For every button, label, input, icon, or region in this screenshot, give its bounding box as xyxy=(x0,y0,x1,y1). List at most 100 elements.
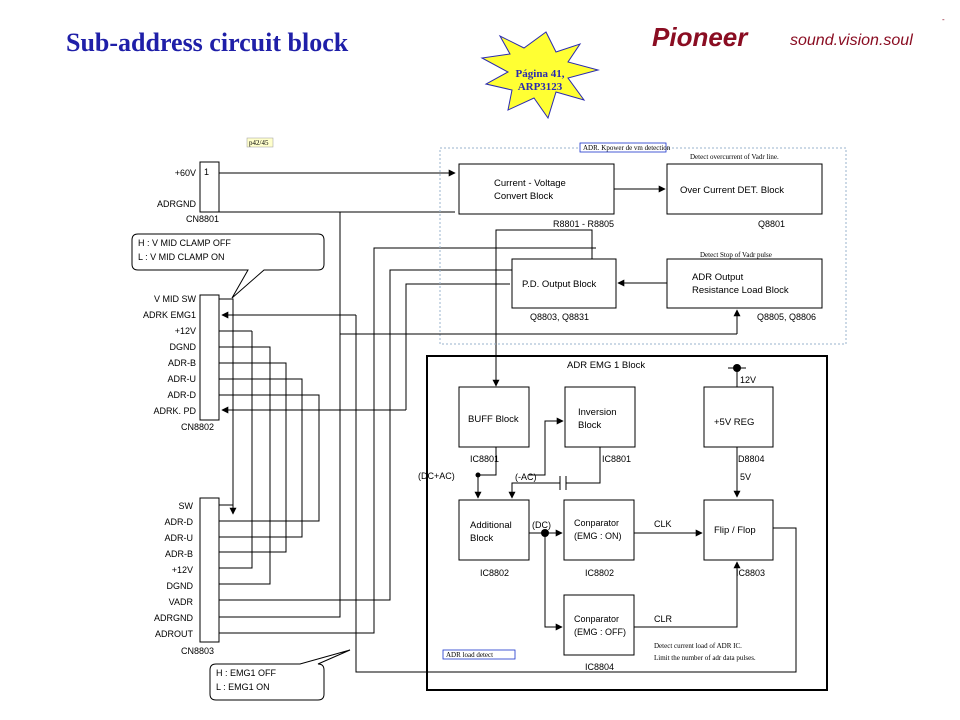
emg1-note-balloon: H : EMG1 OFF L : EMG1 ON xyxy=(209,649,351,701)
adr-load-detect-note-box xyxy=(442,649,516,660)
cn8803-pin-sw: SW xyxy=(179,501,194,511)
regulator-label: +5V REG xyxy=(714,417,754,428)
brand-logo: Pioneer sound.vision.soul - xyxy=(652,15,945,52)
comparator-off-ref: IC8804 xyxy=(585,662,614,672)
adr-emg1-title: ADR EMG 1 Block xyxy=(567,360,645,371)
clamp-note-line2: L : V MID CLAMP ON xyxy=(138,252,225,262)
cn8801-pin-60v: +60V xyxy=(175,168,196,178)
adr-detection-note: ADR. Kpower de vm detection xyxy=(583,144,671,152)
buff-block xyxy=(458,386,530,448)
current-voltage-ref: R8801 - R8805 xyxy=(553,219,614,229)
adr-output-block xyxy=(666,258,823,309)
page-reference-star: Página 41, ARP3123 xyxy=(480,31,600,120)
page-ref-note: p42/45 xyxy=(249,139,269,147)
buff-to-inversion xyxy=(529,417,564,476)
star-text-line1: Página 41, xyxy=(516,68,565,80)
adr-emg1-block xyxy=(426,355,828,691)
clk-label: CLK xyxy=(654,519,672,529)
emg1-note-line2: L : EMG1 ON xyxy=(216,682,270,692)
cn8803-label: CN8803 xyxy=(181,646,214,656)
clr-label: CLR xyxy=(654,614,673,624)
dc-ac-label: (DC+AC) xyxy=(418,471,455,481)
pd-output-block xyxy=(511,258,617,309)
emg1-note-line1: H : EMG1 OFF xyxy=(216,668,277,678)
cn8802-pin-adr-u: ADR-U xyxy=(168,374,197,384)
adr-load-detect-note: ADR load detect xyxy=(446,651,493,659)
cn8801-pin-adrgnd: ADRGND xyxy=(157,199,197,209)
comparator-on-ref: IC8802 xyxy=(585,568,614,578)
buff-to-additional xyxy=(474,447,497,499)
current-voltage-line2: Convert Block xyxy=(494,191,553,202)
cn8802-pin-vmidsw: V MID SW xyxy=(154,294,197,304)
star-text-line2: ARP3123 xyxy=(518,81,563,93)
comparator-off-line1: Conparator xyxy=(574,614,619,624)
cn8802-pin-adr-d: ADR-D xyxy=(168,390,197,400)
dc-label: (DC) xyxy=(532,520,551,530)
cn8803-pin-adrout: ADROUT xyxy=(155,629,194,639)
additional-line1: Additional xyxy=(470,520,512,531)
comparator-on-block xyxy=(563,499,635,561)
cn8803-connector xyxy=(199,497,220,643)
5v-label: 5V xyxy=(740,472,751,482)
adr-detection-note-box xyxy=(579,142,667,153)
cn8802-pin-12v: +12V xyxy=(175,326,196,336)
comparator-on-line1: Conparator xyxy=(574,518,619,528)
cn8803-pin-adr-d: ADR-D xyxy=(165,517,194,527)
current-voltage-line1: Current - Voltage xyxy=(494,178,566,189)
comparator-off-line2: (EMG : OFF) xyxy=(574,627,626,637)
over-current-ref: Q8801 xyxy=(758,219,785,229)
clr-line xyxy=(634,561,741,628)
pd-output-ref: Q8803, Q8831 xyxy=(530,312,589,322)
overcurrent-note: Detect overcurrent of Vadr line. xyxy=(690,153,779,161)
ac-label: (-AC) xyxy=(515,472,537,482)
stop-detect-note: Detect Stop of Vadr pulse xyxy=(700,251,772,259)
load-detect-note-line2: Limit the number of adr data pulses. xyxy=(654,654,756,662)
cn8802-label: CN8802 xyxy=(181,422,214,432)
load-detect-note-line1: Detect current load of ADR IC. xyxy=(654,642,742,650)
adr-output-line2: Resistance Load Block xyxy=(692,285,789,296)
current-voltage-block xyxy=(458,163,615,215)
cn8802-pin-adr-b: ADR-B xyxy=(168,358,196,368)
cn8801-label: CN8801 xyxy=(186,214,219,224)
cn8802-connector xyxy=(199,294,220,421)
regulator-ref: D8804 xyxy=(738,454,765,464)
clamp-note-line1: H : V MID CLAMP OFF xyxy=(138,238,231,248)
comparator-on-line2: (EMG : ON) xyxy=(574,531,622,541)
cn8802-pin-dgnd: DGND xyxy=(170,342,197,352)
inversion-line1: Inversion xyxy=(578,407,617,418)
inversion-line2: Block xyxy=(578,420,601,431)
additional-ref: IC8802 xyxy=(480,568,509,578)
brand-slogan: sound.vision.soul xyxy=(790,32,913,49)
cn8803-pin-12v: +12V xyxy=(172,565,193,575)
flip-flop-ref: IC8803 xyxy=(736,568,765,578)
buff-ref: IC8801 xyxy=(470,454,499,464)
flip-flop-label: Flip / Flop xyxy=(714,525,756,536)
inversion-to-additional xyxy=(566,447,601,484)
over-current-block xyxy=(666,163,823,215)
page-title: Sub-address circuit block xyxy=(66,28,349,57)
regulator-block xyxy=(703,386,774,448)
cn8803-pin-adrgnd: ADRGND xyxy=(154,613,194,623)
brand-mark: - xyxy=(942,15,945,24)
inversion-ref: IC8801 xyxy=(602,454,631,464)
page-ref-note-box xyxy=(246,137,274,148)
additional-block xyxy=(458,499,530,561)
brand-name: Pioneer xyxy=(652,22,749,52)
cn8802-pin-adrk-emg1: ADRK EMG1 xyxy=(143,310,196,320)
adr-output-line1: ADR Output xyxy=(692,272,744,283)
star-burst-shape xyxy=(480,31,600,120)
cn8801-pin-number: 1 xyxy=(204,167,209,177)
flip-flop-block xyxy=(703,499,774,561)
cn8802-pin-adrk-pd: ADRK. PD xyxy=(153,406,196,416)
cn8803-pin-dgnd: DGND xyxy=(167,581,194,591)
over-current-label: Over Current DET. Block xyxy=(680,185,784,196)
cn8803-pin-adr-u: ADR-U xyxy=(165,533,194,543)
pd-output-label: P.D. Output Block xyxy=(522,279,597,290)
additional-line2: Block xyxy=(470,533,493,544)
12v-label: 12V xyxy=(740,375,756,385)
adr-detection-region xyxy=(439,147,847,345)
cn8803-pin-adr-b: ADR-B xyxy=(165,549,193,559)
clamp-note-balloon: H : V MID CLAMP OFF L : V MID CLAMP ON xyxy=(131,233,325,299)
cn8803-pin-vadr: VADR xyxy=(169,597,194,607)
